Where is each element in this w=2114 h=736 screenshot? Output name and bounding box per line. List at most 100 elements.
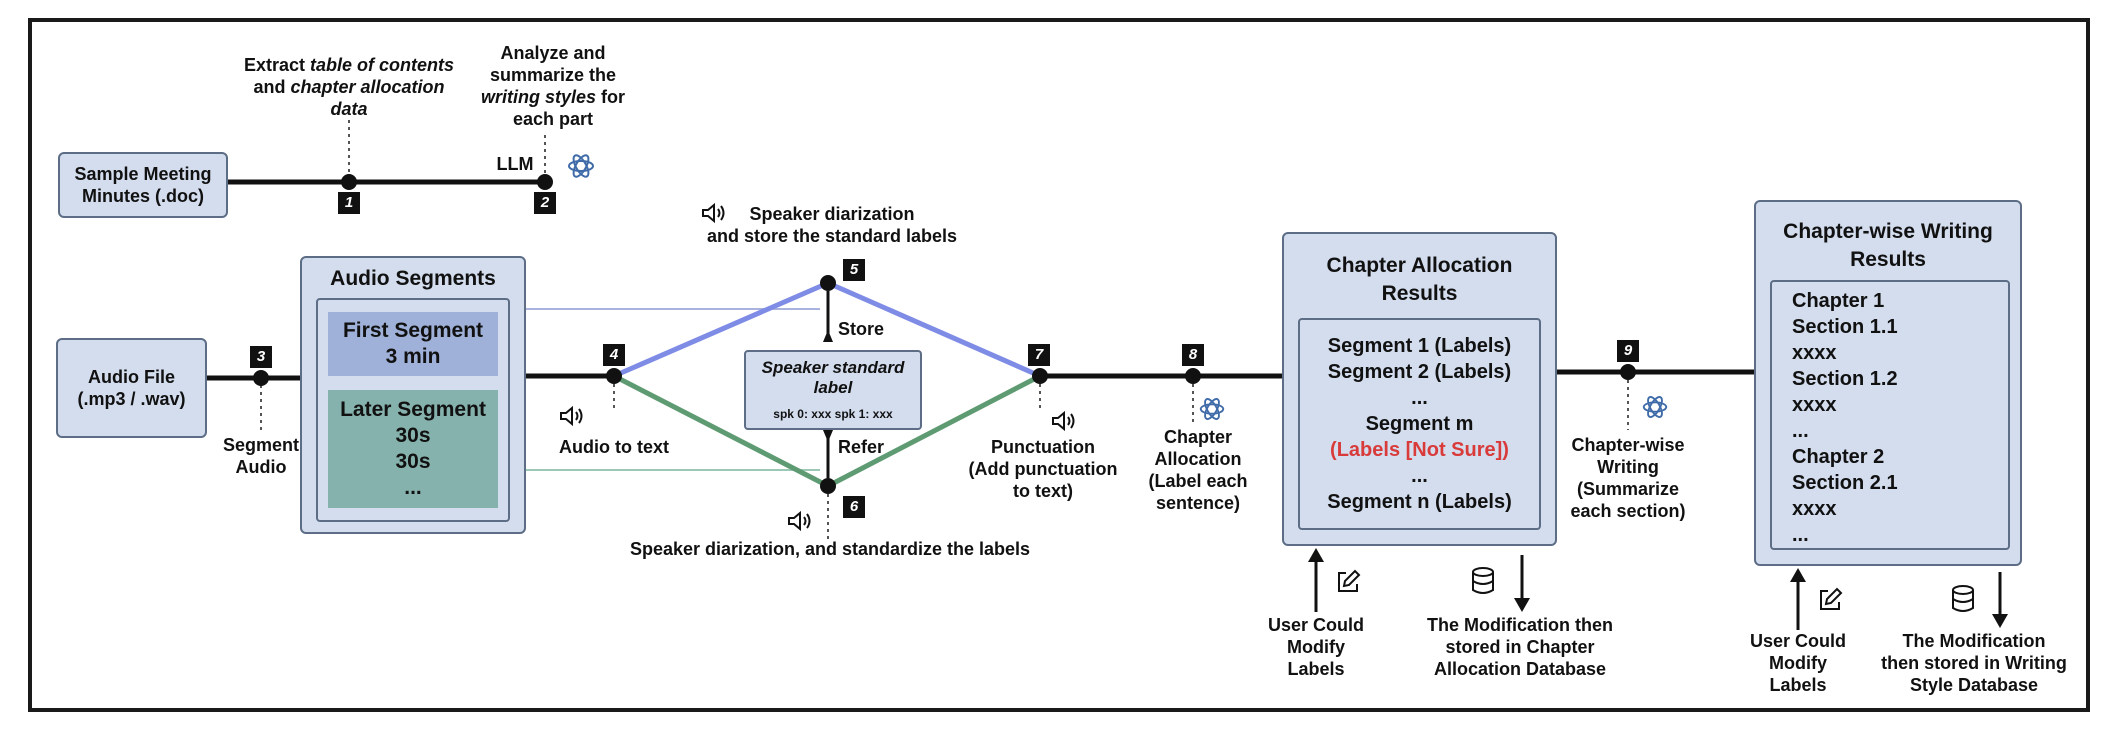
step2-label-pre: Analyze and summarize the bbox=[489, 43, 617, 85]
database-icon bbox=[1952, 585, 1974, 612]
writing-line: Section 2.1 bbox=[1792, 472, 1898, 494]
not-sure-labels: (Labels [Not Sure]) bbox=[1330, 439, 1509, 461]
writing-line: xxxx bbox=[1792, 342, 1837, 364]
audio-file-box: Audio File (.mp3 / .wav) bbox=[56, 338, 207, 438]
step6-label: Speaker diarization, and standardize the… bbox=[629, 539, 1031, 559]
step8-badge: 8 bbox=[1182, 344, 1204, 366]
step5-badge: 5 bbox=[843, 259, 865, 281]
openai-logo-icon bbox=[1199, 398, 1225, 420]
writing-line: Section 1.2 bbox=[1792, 368, 1898, 390]
chapter-allocation-inner: Segment 1 (Labels) Segment 2 (Labels) ..… bbox=[1298, 318, 1541, 530]
refer-arrowhead bbox=[823, 430, 833, 442]
writing-db-note: The Modification then stored in Writing … bbox=[1881, 631, 2067, 695]
audio-segments-title: Audio Segments bbox=[330, 267, 496, 290]
allocation-line: Segment m bbox=[1365, 413, 1474, 435]
step2-label-post: for each part bbox=[512, 87, 626, 129]
step4-badge: 4 bbox=[603, 344, 625, 366]
writing-line: xxxx bbox=[1792, 394, 1837, 416]
refer-path-up bbox=[826, 373, 1042, 489]
store-label: Store bbox=[838, 319, 885, 339]
step1-badge: 1 bbox=[338, 192, 360, 214]
writing-line: ... bbox=[1792, 420, 1809, 442]
later-segment-block: Later Segment 30s 30s ... bbox=[328, 390, 498, 508]
writing-db-arrowhead bbox=[1992, 614, 2008, 628]
store-path-up bbox=[613, 280, 829, 379]
chapter-db-arrowhead bbox=[1514, 598, 1530, 612]
writing-line: Chapter 1 bbox=[1792, 290, 1885, 312]
step1-label-em1: table of contents bbox=[310, 55, 455, 75]
writing-line: ... bbox=[1792, 524, 1809, 546]
writing-line: Section 1.1 bbox=[1792, 316, 1898, 338]
store-path-down bbox=[826, 280, 1042, 379]
writing-results-title: Chapter-wise Writing Results bbox=[1783, 220, 1993, 271]
refer-path-down bbox=[612, 373, 830, 489]
step8-node bbox=[1185, 368, 1201, 384]
first-segment-block: First Segment 3 min bbox=[328, 312, 498, 376]
speaker-icon bbox=[1052, 410, 1075, 432]
openai-logo-icon bbox=[568, 154, 594, 178]
step7-badge: 7 bbox=[1028, 344, 1050, 366]
edit-icon[interactable] bbox=[1334, 568, 1362, 596]
chapter-db-note: The Modification then stored in Chapter … bbox=[1427, 615, 1613, 679]
speaker-icon bbox=[702, 202, 725, 224]
step1-node bbox=[341, 174, 357, 190]
step9-label: Chapter-wise Writing (Summarize each sec… bbox=[1570, 435, 1686, 521]
step6-node bbox=[820, 478, 836, 494]
speaker-icon bbox=[788, 510, 811, 532]
llm-label: LLM bbox=[496, 154, 534, 174]
chapter-allocation-title: Chapter Allocation Results bbox=[1326, 254, 1513, 305]
step5-node bbox=[820, 275, 836, 291]
sample-minutes-box: Sample Meeting Minutes (.doc) bbox=[58, 152, 228, 218]
speaker-standard-title: Speaker standard label bbox=[761, 358, 905, 397]
step3-label: Segment Audio bbox=[222, 435, 300, 477]
audio-segments-box: Audio Segments First Segment 3 min Later… bbox=[300, 256, 526, 534]
speaker-icon bbox=[560, 405, 583, 427]
writing-results-inner: Chapter 1 Section 1.1 xxxx Section 1.2 x… bbox=[1770, 280, 2010, 550]
step4-node bbox=[606, 368, 622, 384]
step7-node bbox=[1032, 368, 1048, 384]
edit-icon[interactable] bbox=[1816, 586, 1844, 614]
allocation-line: Segment 1 (Labels) bbox=[1327, 335, 1512, 357]
step1-label-pre: Extract bbox=[243, 55, 311, 75]
first-segment-label: First Segment 3 min bbox=[342, 319, 484, 368]
step9-badge: 9 bbox=[1617, 340, 1639, 362]
step1-label-em2: chapter allocation data bbox=[290, 77, 445, 119]
chapter-allocation-results-box: Chapter Allocation Results Segment 1 (La… bbox=[1282, 232, 1557, 546]
step1-label: Extract table of contents and chapter al… bbox=[238, 54, 460, 120]
step4-label: Audio to text bbox=[559, 437, 669, 457]
chapter-user-arrowhead bbox=[1308, 548, 1324, 562]
refer-label: Refer bbox=[838, 437, 885, 457]
writing-line: Chapter 2 bbox=[1792, 446, 1885, 468]
step7-label: Punctuation (Add punctuation to text) bbox=[968, 437, 1118, 501]
step8-label: Chapter Allocation (Label each sentence) bbox=[1148, 427, 1248, 513]
step2-label: Analyze and summarize the writing styles… bbox=[474, 42, 632, 130]
audio-segments-inner: First Segment 3 min Later Segment 30s 30… bbox=[316, 298, 510, 522]
allocation-line: ... bbox=[1411, 465, 1428, 487]
step2-node bbox=[537, 174, 553, 190]
allocation-line: Segment 2 (Labels) bbox=[1327, 361, 1512, 383]
allocation-line: Segment n (Labels) bbox=[1327, 491, 1512, 513]
later-segment-label: Later Segment 30s 30s ... bbox=[340, 398, 486, 499]
step2-label-em: writing styles bbox=[480, 87, 597, 107]
step9-node bbox=[1620, 364, 1636, 380]
openai-logo-icon bbox=[1642, 396, 1668, 418]
writing-line: xxxx bbox=[1792, 498, 1837, 520]
step1-label-mid: and bbox=[253, 77, 291, 97]
allocation-line: ... bbox=[1411, 387, 1428, 409]
step3-node bbox=[253, 370, 269, 386]
database-icon bbox=[1472, 567, 1494, 594]
step6-badge: 6 bbox=[843, 496, 865, 518]
step2-badge: 2 bbox=[534, 192, 556, 214]
step3-badge: 3 bbox=[250, 346, 272, 368]
diagram-frame bbox=[28, 18, 2090, 712]
speaker-standard-sub: spk 0: xxx spk 1: xxx bbox=[773, 407, 893, 421]
chapter-user-modify-label: User Could Modify Labels bbox=[1267, 615, 1364, 679]
writing-user-arrowhead bbox=[1790, 568, 1806, 582]
audio-file-label: Audio File (.mp3 / .wav) bbox=[77, 367, 186, 409]
step5-label: Speaker diarization and store the standa… bbox=[706, 204, 958, 246]
speaker-standard-label-box: Speaker standard label spk 0: xxx spk 1:… bbox=[744, 350, 922, 430]
sample-minutes-label: Sample Meeting Minutes (.doc) bbox=[74, 164, 212, 206]
store-arrowhead bbox=[823, 330, 833, 342]
writing-user-modify-label: User Could Modify Labels bbox=[1749, 631, 1846, 695]
